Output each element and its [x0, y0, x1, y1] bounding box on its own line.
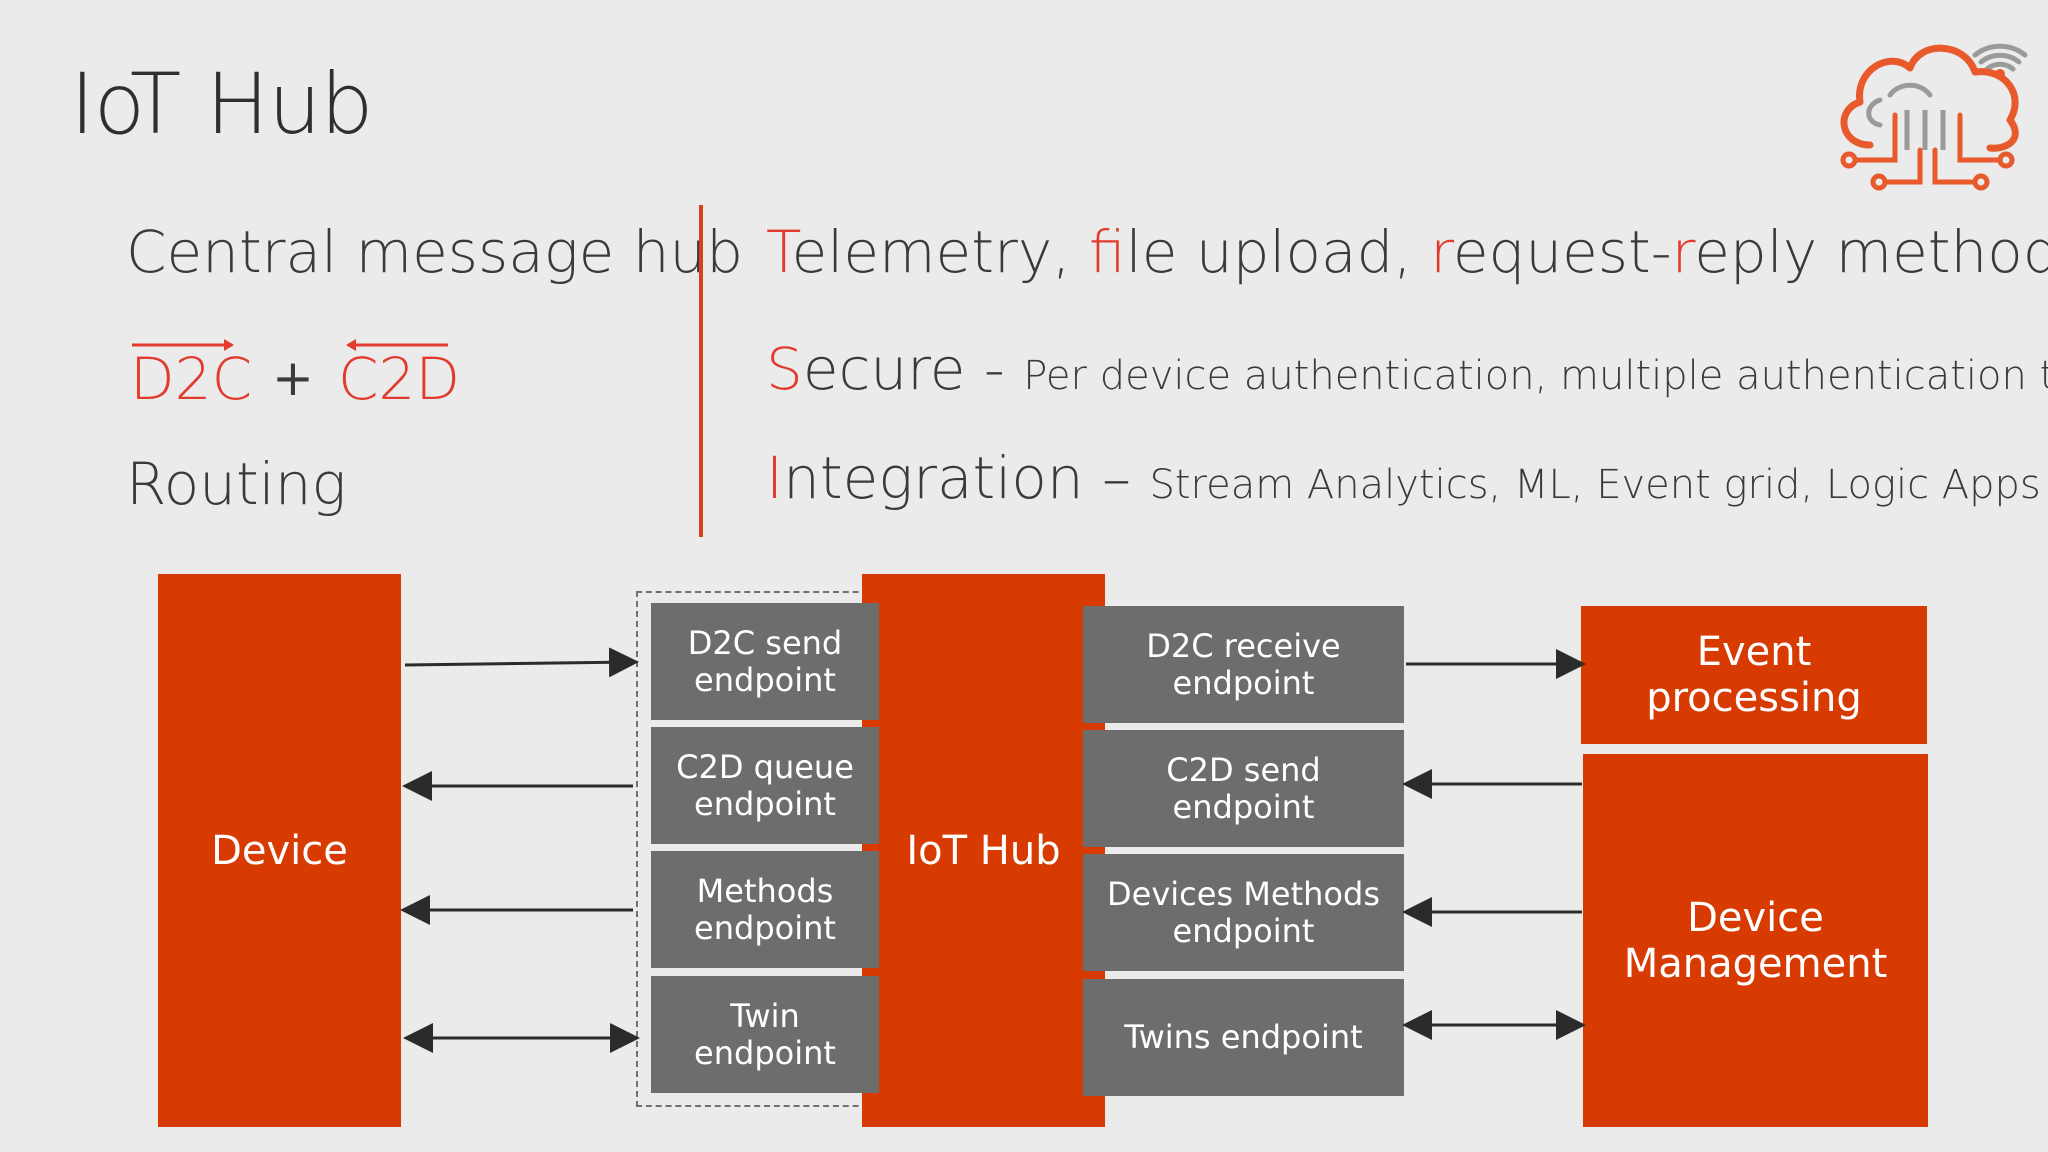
device-management-box: Device Management — [1583, 754, 1928, 1127]
secure-word: ecure — [802, 335, 966, 403]
cloud-circuit-wifi-icon — [1825, 10, 2035, 200]
plus-sign: + — [272, 349, 314, 407]
d2c-receive-endpoint-label: D2C receive endpoint — [1146, 626, 1341, 702]
d2c-c2d-row: D2C + C2D — [130, 335, 470, 415]
request-word: equest- — [1452, 218, 1672, 286]
integration-feature: Integration – Stream Analytics, ML, Even… — [766, 444, 2041, 512]
secure-initial: S — [766, 335, 803, 403]
d2c-label: D2C — [130, 345, 253, 413]
c2d-queue-endpoint-label: C2D queue endpoint — [676, 747, 854, 823]
d2c-c2d-arrows — [132, 339, 448, 351]
twin-endpoint-label: Twin endpoint — [694, 996, 836, 1072]
request-initial: r — [1430, 218, 1453, 286]
central-message-hub-text: Central message hub — [126, 218, 744, 286]
c2d-send-endpoint-label: C2D send endpoint — [1166, 750, 1321, 826]
reply-methods-word: eply methods — [1694, 218, 2048, 286]
devices-methods-endpoint-label: Devices Methods endpoint — [1107, 874, 1380, 950]
c2d-send-endpoint: C2D send endpoint — [1083, 730, 1404, 847]
twin-endpoint: Twin endpoint — [651, 976, 879, 1093]
device-to-d2c-arrow — [404, 647, 639, 678]
vertical-divider — [699, 205, 703, 537]
integration-detail: Stream Analytics, ML, Event grid, Logic … — [1149, 462, 2041, 508]
page-title: IoT Hub — [70, 55, 374, 153]
devices-methods-endpoint: Devices Methods endpoint — [1083, 854, 1404, 971]
integration-initial: I — [766, 444, 784, 512]
device-management-label: Device Management — [1623, 894, 1888, 987]
file-initial: f — [1089, 218, 1126, 286]
telemetry-feature: Telemetry, file upload, request-reply me… — [766, 218, 2048, 286]
methods-endpoint-label: Methods endpoint — [694, 871, 836, 947]
c2d-label: C2D — [338, 345, 461, 413]
d2c-receive-endpoint: D2C receive endpoint — [1083, 606, 1404, 723]
c2d-queue-endpoint: C2D queue endpoint — [651, 727, 879, 844]
integration-word: ntegration — [783, 444, 1084, 512]
routing-text: Routing — [126, 450, 347, 518]
event-processing-label: Event processing — [1646, 629, 1862, 721]
d2c-send-endpoint-label: D2C send endpoint — [687, 623, 843, 699]
methods-endpoint: Methods endpoint — [651, 851, 879, 968]
iot-hub-box: IoT Hub — [862, 574, 1105, 1127]
file-upload-word: ile upload, — [1125, 218, 1431, 286]
reply-initial: r — [1671, 218, 1695, 286]
twins-endpoint-label: Twins endpoint — [1124, 1018, 1363, 1057]
event-processing-box: Event processing — [1581, 606, 1927, 744]
telemetry-word: elemetry, — [791, 218, 1090, 286]
device-label: Device — [211, 827, 348, 874]
integration-dash: – — [1083, 444, 1150, 512]
iot-hub-label: IoT Hub — [906, 827, 1061, 874]
twins-endpoint: Twins endpoint — [1083, 979, 1404, 1096]
device-box: Device — [158, 574, 401, 1127]
secure-feature: Secure - Per device authentication, mult… — [766, 335, 2048, 403]
d2c-send-endpoint: D2C send endpoint — [651, 603, 879, 720]
secure-detail: Per device authentication, multiple auth… — [1023, 353, 2048, 399]
telemetry-initial: T — [766, 218, 792, 286]
secure-dash: - — [965, 335, 1024, 403]
